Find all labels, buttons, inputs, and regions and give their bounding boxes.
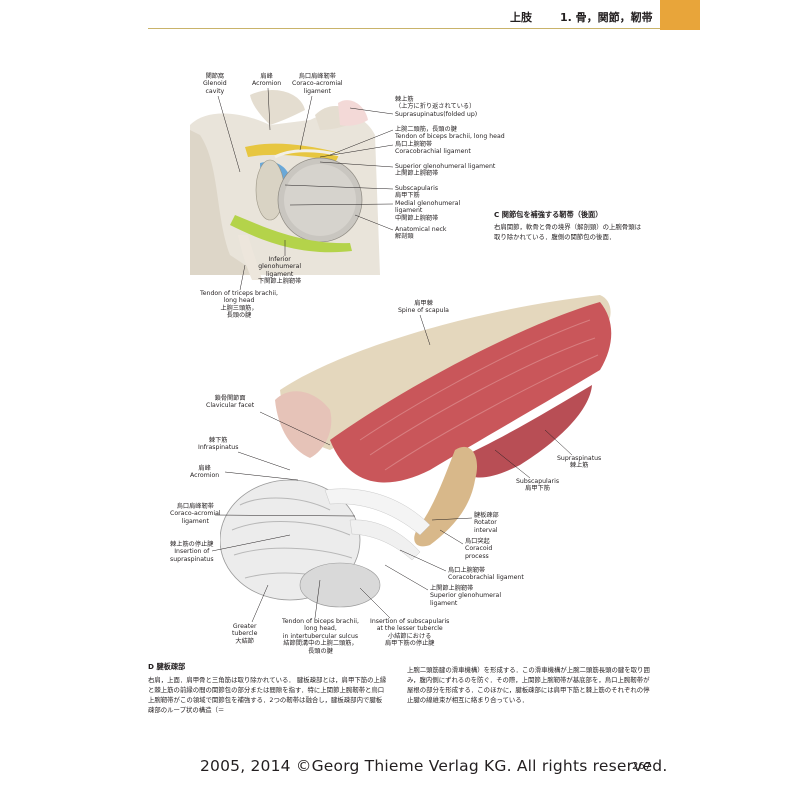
fig-d-label-coracoacromial: 烏口肩峰靭帯 Coraco-acromial ligament [170,503,221,525]
fig-d-label-superior-glh: 上関節上腕靭帯 Superior glenohumeral ligament [430,585,502,607]
header-rule [148,28,668,29]
fig-d-label-supraspinatus: Supraspinatus 棘上筋 [557,455,602,470]
fig-d-paragraph-right: 上腕二頭筋腱の滑車機構）を形成する．この滑車機構が上腕二頭筋長頭の腱を取り囲み，… [407,666,650,704]
fig-d-label-clavicular-facet: 鎖骨関節面 Clavicular facet [206,395,255,410]
fig-c-label-triceps-long: Tendon of triceps brachii, long head 上腕三… [200,290,278,320]
fig-d-label-acromion: 肩峰 Acromion [190,465,220,480]
fig-d-label-infraspinatus: 棘下筋 Infraspinatus [198,437,239,452]
fig-d-label-subscapularis: Subscapularis 肩甲下筋 [516,478,560,493]
fig-d-label-rotator-interval: 腱板疎部 Rotator interval [474,512,499,534]
fig-c-label-biceps-long: 上腕二頭筋，長頭の腱 Tendon of biceps brachii, lon… [395,126,505,141]
figure-d-illustration [220,295,612,608]
fig-c-caption-title: C 関節包を補強する靭帯（後面） [494,210,603,219]
fig-d-label-insertion-supra: 棘上筋の停止腱 Insertion of supraspinatus [170,541,214,563]
fig-c-label-coracoacromial: 烏口肩峰靭帯 Coraco-acromial ligament [292,73,343,95]
fig-c-label-acromion: 肩峰 Acromion [252,73,282,88]
fig-c-label-supraspinatus-en: Suprasupinatus(folded up) [395,111,478,118]
fig-d-label-coracoid: 烏口突起 Coracoid process [465,538,493,560]
fig-c-label-superior-glh: Superior glenohumeral ligament 上関節上腕靭帯 [395,163,496,178]
fig-c-caption-text: 右肩関節，軟骨と骨の境界（解剖頸）の上腕骨頭は取り除かれている．腹側の関節包の後… [494,223,641,241]
fig-c-label-subscapularis: Subscapularis 肩甲下筋 [395,185,439,200]
fig-c-label-anatomical-neck: Anatomical neck 解剖頸 [395,226,447,241]
fig-c-label-inferior-glh: Inferior glenohumeral ligament 下関節上腕靭帯 [258,256,302,286]
fig-d-caption-title: D 腱板疎部 [148,662,186,671]
fig-d-label-biceps-sulcus: Tendon of biceps brachii, long head, in … [282,618,359,655]
fig-d-paragraph-left: 右肩，上面．肩甲骨と三角筋は取り除かれている． 腱板疎部とは，肩甲下筋の上縁と棘… [148,676,387,714]
header-chapter: 1. 骨，関節，靭帯 [560,11,653,24]
fig-c-label-glenoid: 関節窩 Glenoid cavity [203,73,227,95]
fig-c-label-medial-glh: Medial glenohumeral ligament 中関節上腕靭帯 [395,200,461,222]
fig-d-label-spine-scapula: 肩甲棘 Spine of scapula [398,300,449,315]
page-number: 267 [632,761,652,772]
fig-d-label-greater-tubercle: Greater tubercle 大結節 [232,623,258,645]
fig-c-label-coracobrachial: 烏口上腕靭帯 Coracobrachial ligament [395,141,471,156]
fig-d-label-coracobrachial: 烏口上腕靭帯 Coracobrachial ligament [448,567,524,582]
copyright-notice: 2005, 2014 ©Georg Thieme Verlag KG. All … [200,757,668,775]
fig-d-label-insertion-subscap: Insertion of subscapularis at the lesser… [370,618,450,648]
fig-c-label-supraspinatus-jp: 棘上筋 （上方に折り返されている） [395,96,476,111]
header-tab-marker [660,0,700,30]
header-section: 上肢 [510,11,532,24]
